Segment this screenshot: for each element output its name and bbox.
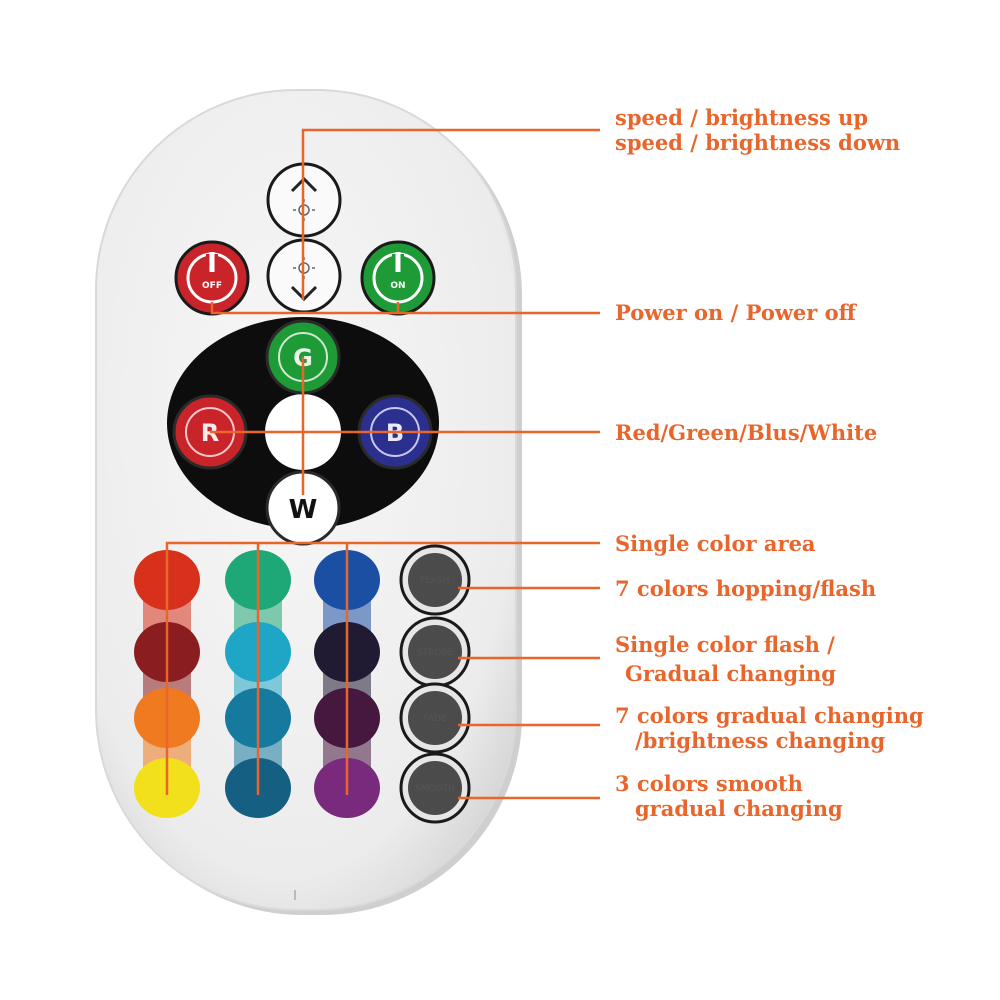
strobe-button[interactable]: STROBE — [399, 616, 471, 688]
flash-button[interactable]: FLASH — [399, 544, 471, 616]
label-strobe-2: Gradual changing — [625, 661, 836, 686]
label-speed-down: speed / brightness down — [615, 130, 900, 155]
smooth-label: SMOOTH — [415, 784, 455, 794]
strobe-label: STROBE — [417, 648, 454, 658]
label-speed-up: speed / brightness up — [615, 105, 868, 130]
label-fade-2: /brightness changing — [635, 728, 885, 753]
label-smooth-2: gradual changing — [635, 796, 843, 821]
label-power: Power on / Power off — [615, 300, 858, 325]
fade-button[interactable]: FADE — [399, 682, 471, 754]
label-single-color-area: Single color area — [615, 531, 816, 556]
power-off-label: OFF — [202, 281, 222, 291]
callout-lines — [165, 128, 600, 800]
callout-single-color — [165, 541, 600, 795]
smooth-button[interactable]: SMOOTH — [399, 752, 471, 824]
label-fade-1: 7 colors gradual changing — [615, 703, 924, 728]
callout-power — [210, 302, 600, 315]
label-strobe-1: Single color flash / — [615, 632, 835, 657]
flash-label: FLASH — [420, 576, 449, 586]
white-label: W — [289, 495, 318, 525]
callout-labels: speed / brightness up speed / brightness… — [615, 105, 924, 821]
callout-brightness — [301, 128, 600, 300]
label-smooth-1: 3 colors smooth — [615, 771, 803, 796]
label-flash: 7 colors hopping/flash — [615, 576, 876, 601]
white-button[interactable]: W — [265, 470, 341, 546]
power-on-label: ON — [390, 281, 405, 291]
fade-label: FADE — [423, 714, 446, 724]
label-rgbw: Red/Green/Blus/White — [615, 420, 877, 445]
